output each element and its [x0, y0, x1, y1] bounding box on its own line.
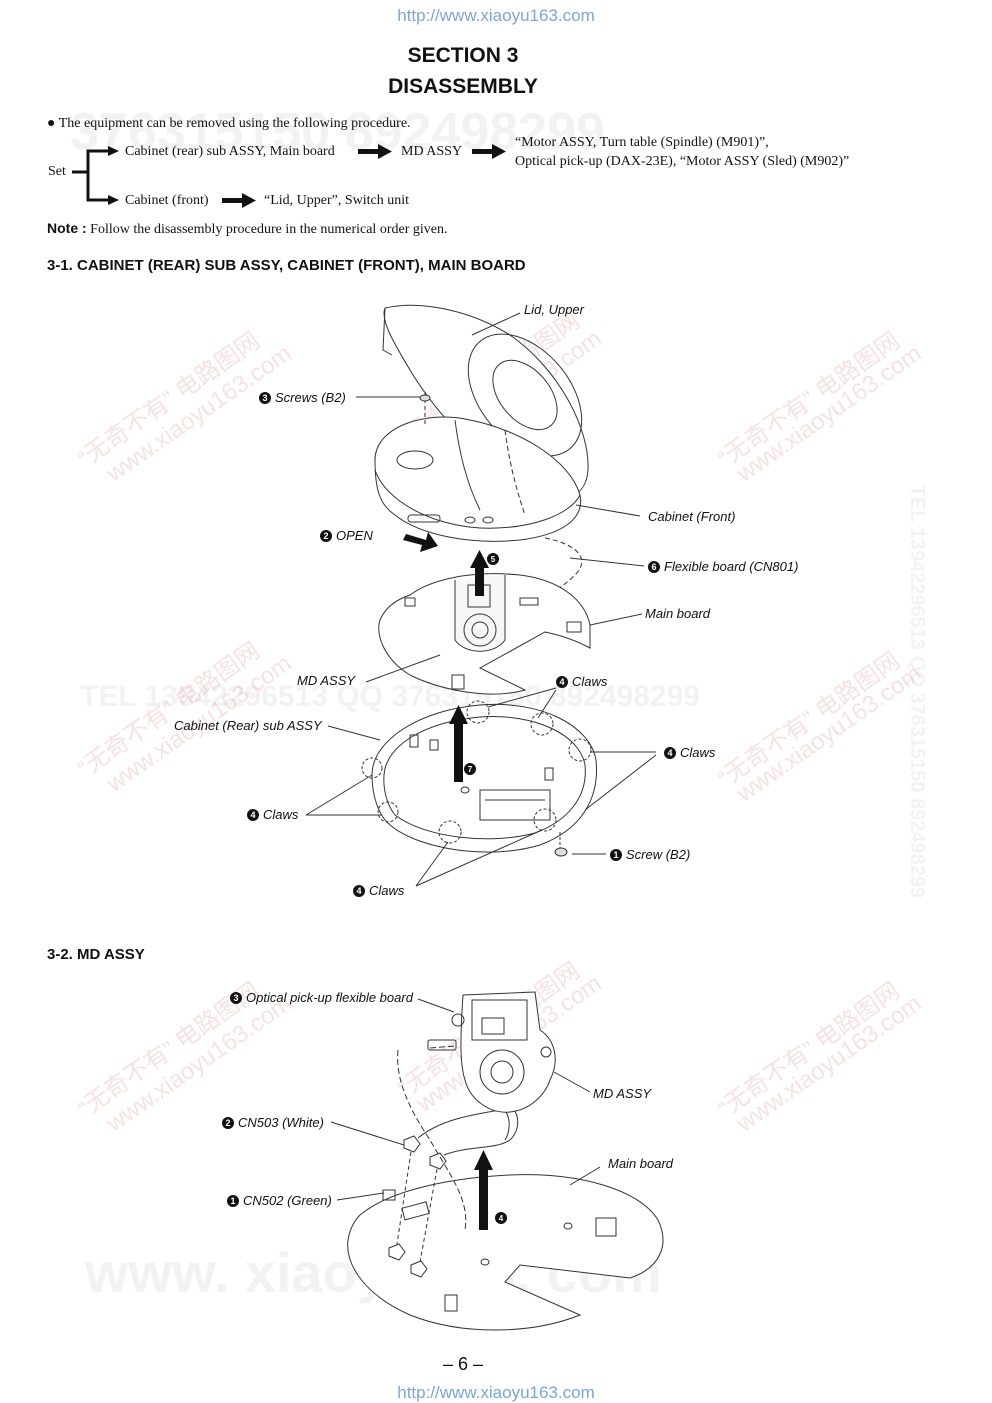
step-1-marker: 1 — [227, 1195, 239, 1207]
flow-md-assy: MD ASSY — [401, 144, 463, 159]
note-label: Note : — [47, 220, 87, 236]
flow-result-line1: “Motor ASSY, Turn table (Spindle) (M901)… — [515, 135, 769, 150]
step-6-marker: 6 — [648, 561, 660, 573]
footer-url[interactable]: http://www.xiaoyu163.com — [397, 1383, 595, 1402]
flow-set: Set — [48, 164, 66, 179]
label-main-board-2: Main board — [608, 1156, 674, 1171]
subsection-3-2-title: 3-2. MD ASSY — [47, 946, 145, 963]
page-number: – 6 – — [442, 1354, 484, 1374]
step-4-marker: 4 — [247, 809, 259, 821]
watermark-top-number: 376315150 892498299 — [70, 103, 606, 161]
subsection-3-1-title: 3-1. CABINET (REAR) SUB ASSY, CABINET (F… — [47, 257, 526, 274]
step-2-marker: 2 — [222, 1117, 234, 1129]
bullet-icon: ● — [47, 116, 56, 131]
flow-result-line2: Optical pick-up (DAX-23E), “Motor ASSY (… — [515, 154, 850, 169]
label-md-assy-2: MD ASSY — [593, 1086, 652, 1101]
step-1-marker: 1 — [610, 849, 622, 861]
intro-label: The equipment can be removed using the f… — [58, 116, 411, 131]
step-4-marker: 4 — [353, 885, 365, 897]
step-4-marker: 4 — [499, 1214, 504, 1223]
section-number: SECTION 3 — [407, 44, 519, 67]
flow-upper-branch: Cabinet (rear) sub ASSY, Main board — [125, 144, 335, 159]
step-2-marker: 2 — [320, 530, 332, 542]
step-5-marker: 5 — [491, 555, 496, 564]
step-3-marker: 3 — [259, 392, 271, 404]
label-cabinet-front: Cabinet (Front) — [648, 509, 736, 524]
note-text: Follow the disassembly procedure in the … — [90, 222, 448, 237]
section-title: DISASSEMBLY — [388, 75, 538, 98]
step-7-marker: 7 — [468, 765, 473, 774]
label-cabinet-rear: Cabinet (Rear) sub ASSY — [174, 718, 322, 733]
step-3-marker: 3 — [230, 992, 242, 1004]
step-4-marker: 4 — [664, 747, 676, 759]
label-md-assy: MD ASSY — [297, 673, 356, 688]
note: Note : Follow the disassembly procedure … — [47, 220, 447, 238]
label-lid-upper: Lid, Upper — [524, 302, 584, 317]
step-4-marker: 4 — [556, 676, 568, 688]
intro-text: ● The equipment can be removed using the… — [47, 116, 411, 132]
header-url[interactable]: http://www.xiaoyu163.com — [397, 6, 595, 25]
watermark-tel-line: TEL 13942296513 QQ 376315150 892498299 — [80, 680, 700, 713]
label-main-board: Main board — [645, 606, 711, 621]
flow-lower-branch: Cabinet (front) — [125, 193, 209, 208]
flow-lower-result: “Lid, Upper”, Switch unit — [264, 193, 410, 208]
